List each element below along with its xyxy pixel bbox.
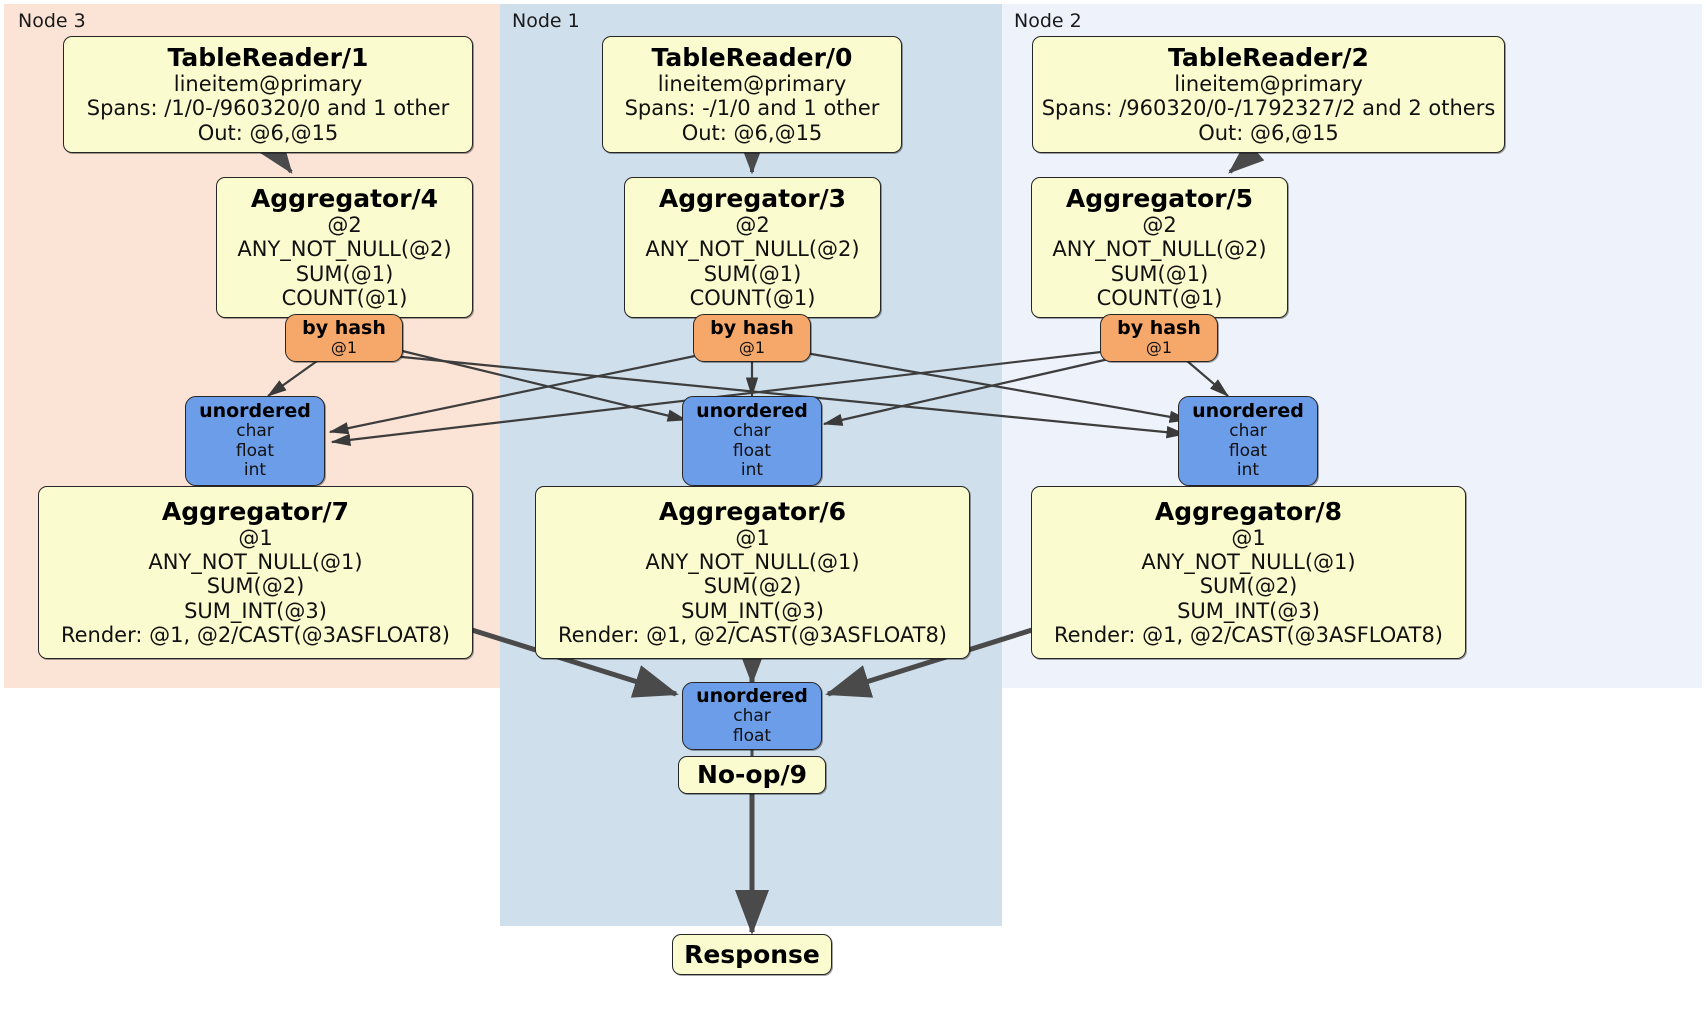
router-hash-column: @1 <box>738 338 766 358</box>
processor-title: Aggregator/7 <box>161 496 350 526</box>
synchronizer-type: float <box>1228 440 1268 461</box>
processor-aggregator-5[interactable]: Aggregator/5 @2 ANY_NOT_NULL(@2) SUM(@1)… <box>1031 177 1288 318</box>
synchronizer-type: char <box>236 421 274 442</box>
synchronizer-type: int <box>243 460 267 481</box>
processor-agg-fn: ANY_NOT_NULL(@2) <box>237 237 452 262</box>
processor-title: TableReader/0 <box>651 42 853 72</box>
processor-out: Out: @6,@15 <box>197 120 339 145</box>
processor-table: lineitem@primary <box>1174 71 1363 96</box>
processor-tablereader-0[interactable]: TableReader/0 lineitem@primary Spans: -/… <box>602 36 902 153</box>
response-title: Response <box>684 939 820 969</box>
processor-agg-fn: SUM(@2) <box>206 574 305 599</box>
processor-agg-fn: ANY_NOT_NULL(@1) <box>1141 549 1356 574</box>
processor-table: lineitem@primary <box>173 71 363 96</box>
synchronizer-title: unordered <box>696 399 808 422</box>
node-label-node1: Node 1 <box>512 10 580 32</box>
processor-aggregator-3[interactable]: Aggregator/3 @2 ANY_NOT_NULL(@2) SUM(@1)… <box>624 177 881 318</box>
processor-agg-fn: COUNT(@1) <box>1096 285 1223 310</box>
processor-aggregator-6[interactable]: Aggregator/6 @1 ANY_NOT_NULL(@1) SUM(@2)… <box>535 486 970 659</box>
processor-agg-fn: ANY_NOT_NULL(@1) <box>645 549 860 574</box>
processor-group-col: @1 <box>1231 525 1266 550</box>
processor-title: Aggregator/5 <box>1065 183 1254 213</box>
processor-tablereader-1[interactable]: TableReader/1 lineitem@primary Spans: /1… <box>63 36 473 153</box>
processor-agg-fn: COUNT(@1) <box>281 285 408 310</box>
processor-title: Aggregator/8 <box>1154 496 1343 526</box>
processor-agg-fn: SUM(@1) <box>295 261 394 286</box>
processor-table: lineitem@primary <box>657 71 847 96</box>
router-by-hash-right[interactable]: by hash @1 <box>1100 314 1218 362</box>
synchronizer-type: char <box>1229 421 1267 442</box>
router-title: by hash <box>1117 317 1201 340</box>
processor-spans: Spans: -/1/0 and 1 other <box>624 96 880 121</box>
synchronizer-title: unordered <box>1192 399 1304 422</box>
processor-agg-fn: SUM(@1) <box>1110 261 1209 286</box>
processor-title: Aggregator/6 <box>658 496 847 526</box>
processor-tablereader-2[interactable]: TableReader/2 lineitem@primary Spans: /9… <box>1032 36 1505 153</box>
processor-aggregator-8[interactable]: Aggregator/8 @1 ANY_NOT_NULL(@1) SUM(@2)… <box>1031 486 1466 659</box>
synchronizer-unordered-final[interactable]: unordered char float <box>682 682 822 750</box>
synchronizer-type: float <box>732 440 772 461</box>
router-by-hash-left[interactable]: by hash @1 <box>285 314 403 362</box>
synchronizer-type: float <box>732 725 772 746</box>
synchronizer-unordered-right[interactable]: unordered char float int <box>1178 396 1318 486</box>
processor-title: TableReader/2 <box>1168 42 1369 72</box>
synchronizer-title: unordered <box>199 399 311 422</box>
synchronizer-type: int <box>740 460 764 481</box>
processor-group-col: @1 <box>735 525 770 550</box>
processor-agg-fn: SUM(@2) <box>1199 574 1298 599</box>
processor-group-col: @1 <box>238 525 273 550</box>
processor-agg-fn: ANY_NOT_NULL(@2) <box>645 237 860 262</box>
node-label-node2: Node 2 <box>1014 10 1082 32</box>
synchronizer-title: unordered <box>696 684 808 707</box>
synchronizer-unordered-middle[interactable]: unordered char float int <box>682 396 822 486</box>
synchronizer-unordered-left[interactable]: unordered char float int <box>185 396 325 486</box>
processor-spans: Spans: /960320/0-/1792327/2 and 2 others <box>1041 96 1496 121</box>
processor-aggregator-4[interactable]: Aggregator/4 @2 ANY_NOT_NULL(@2) SUM(@1)… <box>216 177 473 318</box>
processor-agg-fn: SUM(@1) <box>703 261 802 286</box>
processor-title: Aggregator/4 <box>250 183 439 213</box>
processor-agg-fn: ANY_NOT_NULL(@2) <box>1052 237 1267 262</box>
processor-title: TableReader/1 <box>167 42 369 72</box>
processor-agg-fn: SUM_INT(@3) <box>184 598 327 623</box>
router-hash-column: @1 <box>1145 338 1173 358</box>
processor-aggregator-7[interactable]: Aggregator/7 @1 ANY_NOT_NULL(@1) SUM(@2)… <box>38 486 473 659</box>
processor-title: Aggregator/3 <box>658 183 847 213</box>
node-label-node3: Node 3 <box>18 10 86 32</box>
synchronizer-type: float <box>235 440 275 461</box>
processor-render: Render: @1, @2/CAST(@3ASFLOAT8) <box>1053 623 1444 648</box>
processor-out: Out: @6,@15 <box>1198 120 1339 145</box>
router-title: by hash <box>710 317 794 340</box>
router-by-hash-middle[interactable]: by hash @1 <box>693 314 811 362</box>
processor-title: No-op/9 <box>696 760 808 789</box>
processor-group-col: @2 <box>1142 212 1177 237</box>
synchronizer-type: int <box>1236 460 1260 481</box>
processor-render: Render: @1, @2/CAST(@3ASFLOAT8) <box>60 623 451 648</box>
processor-agg-fn: SUM_INT(@3) <box>681 598 824 623</box>
processor-group-col: @2 <box>735 212 770 237</box>
response-node[interactable]: Response <box>672 934 832 975</box>
processor-agg-fn: COUNT(@1) <box>689 285 816 310</box>
synchronizer-type: char <box>733 421 771 442</box>
synchronizer-type: char <box>733 705 771 726</box>
processor-agg-fn: SUM_INT(@3) <box>1177 598 1320 623</box>
processor-spans: Spans: /1/0-/960320/0 and 1 other <box>86 96 450 121</box>
router-hash-column: @1 <box>330 338 358 358</box>
router-title: by hash <box>302 317 386 340</box>
processor-out: Out: @6,@15 <box>681 120 823 145</box>
processor-render: Render: @1, @2/CAST(@3ASFLOAT8) <box>557 623 948 648</box>
processor-agg-fn: SUM(@2) <box>703 574 802 599</box>
processor-group-col: @2 <box>327 212 362 237</box>
processor-agg-fn: ANY_NOT_NULL(@1) <box>148 549 363 574</box>
processor-no-op-9[interactable]: No-op/9 <box>678 756 826 794</box>
